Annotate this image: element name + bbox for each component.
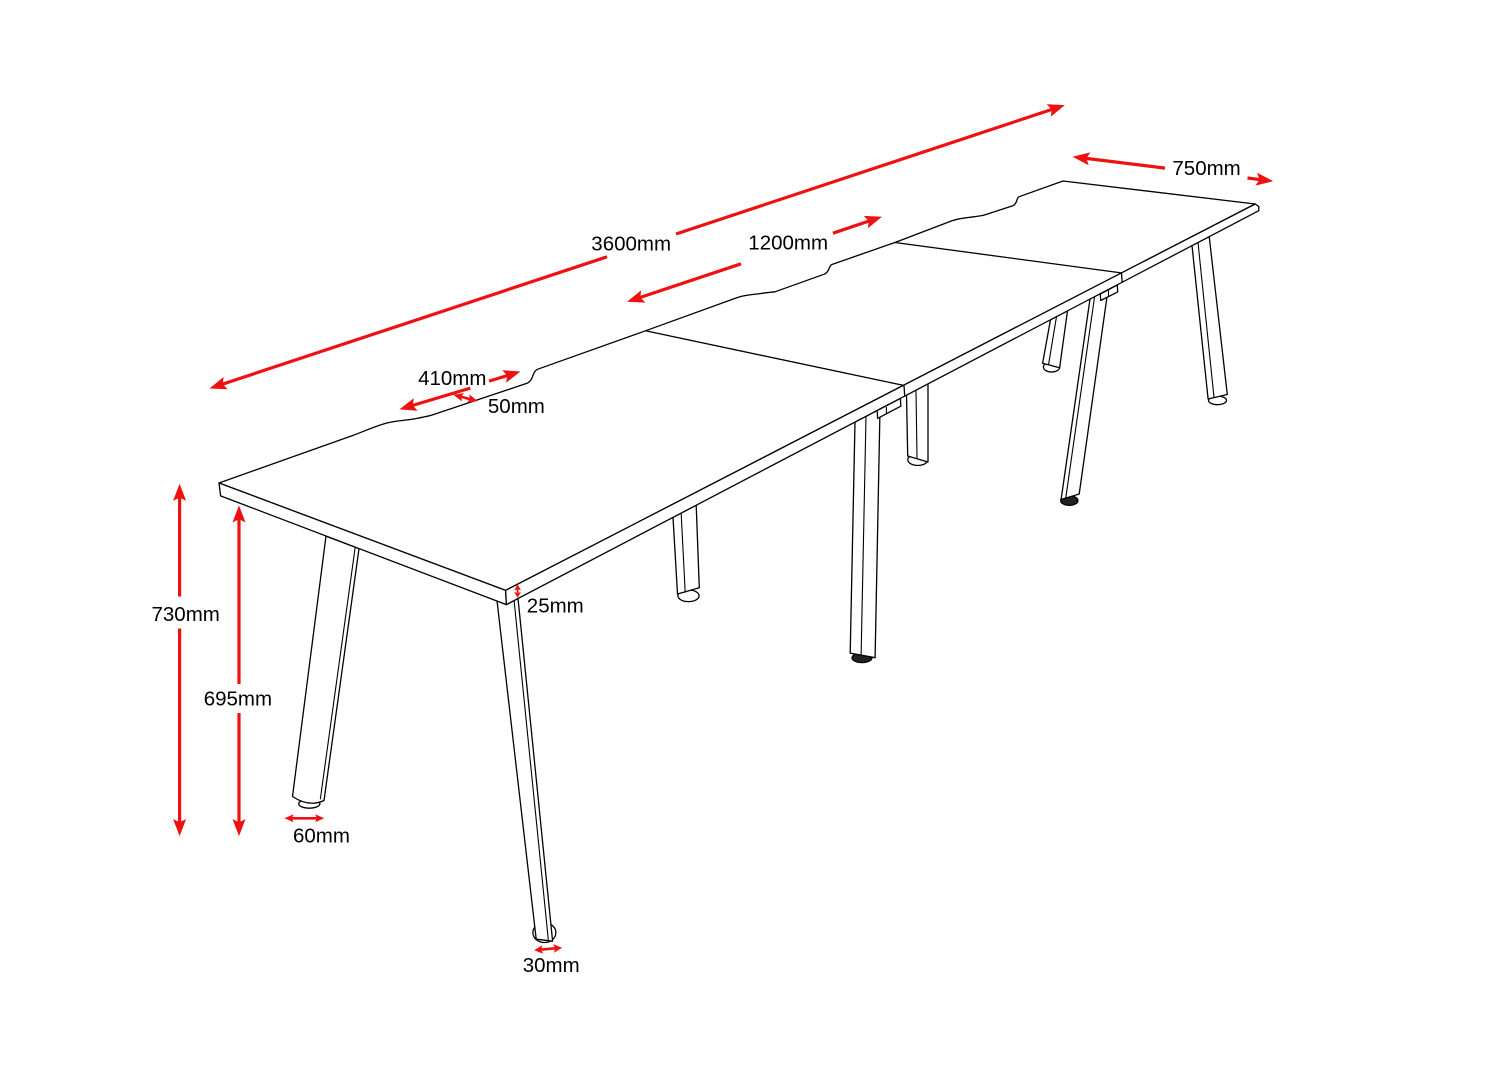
svg-text:750mm: 750mm [1172,157,1240,180]
svg-text:730mm: 730mm [152,603,220,626]
svg-text:50mm: 50mm [488,395,545,418]
svg-text:410mm: 410mm [418,367,486,390]
svg-text:30mm: 30mm [523,954,580,977]
svg-text:695mm: 695mm [204,687,272,710]
svg-text:1200mm: 1200mm [748,231,828,254]
svg-text:60mm: 60mm [293,825,350,848]
svg-text:3600mm: 3600mm [591,232,671,255]
svg-text:25mm: 25mm [527,595,584,618]
